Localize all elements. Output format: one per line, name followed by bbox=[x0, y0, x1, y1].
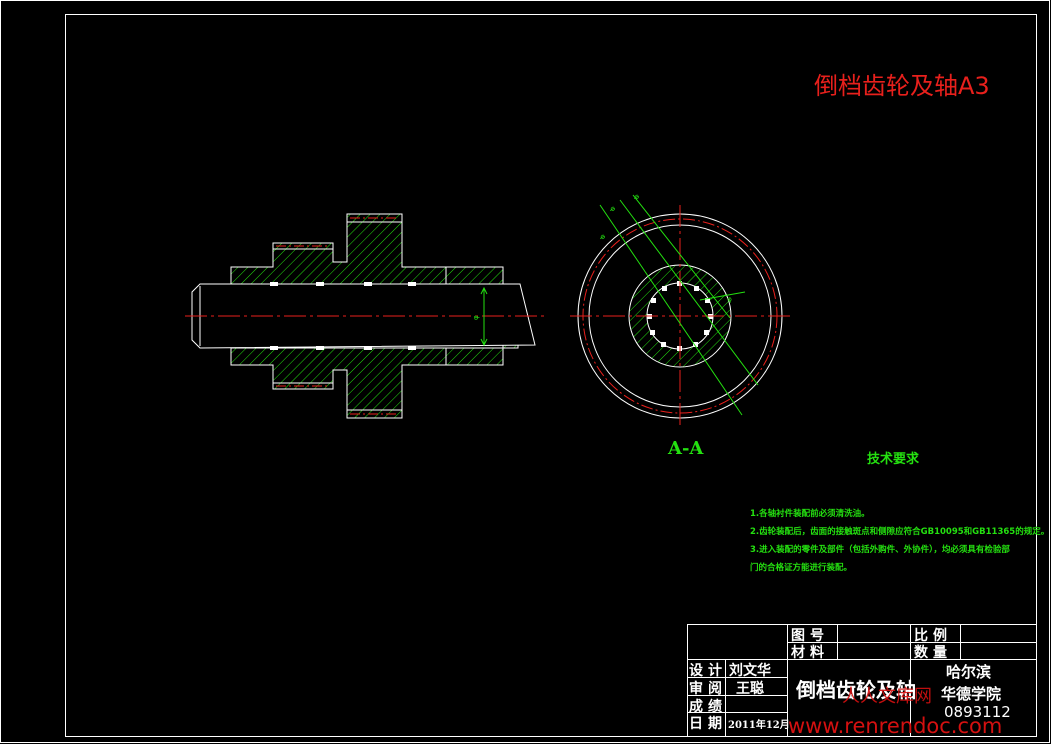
part-name: 倒档齿轮及轴 bbox=[796, 678, 916, 702]
bearing-upper bbox=[445, 266, 504, 285]
design-label: 设计 bbox=[689, 663, 727, 679]
tech-note: 3.进入装配的零件及部件（包括外购件、外协件），均必须具有检验部 bbox=[750, 545, 1010, 555]
small-gear-bottom bbox=[272, 382, 334, 390]
material-label: 材料 bbox=[791, 645, 829, 661]
bearing-lower bbox=[445, 347, 504, 366]
watermark-url[interactable]: www.renrendoc.com bbox=[788, 714, 1003, 738]
needle-rollers bbox=[270, 282, 416, 350]
date-value: 2011年12月 bbox=[728, 720, 790, 731]
svg-text:φ: φ bbox=[598, 233, 607, 242]
gear-hatch-upper bbox=[230, 213, 447, 285]
quantity-label: 数量 bbox=[914, 645, 952, 661]
tooth-bottom bbox=[346, 409, 403, 419]
title-block-grid bbox=[687, 624, 1037, 737]
tooth-top bbox=[346, 213, 403, 223]
grade-label: 成绩 bbox=[689, 699, 727, 715]
small-gear-top bbox=[272, 242, 334, 250]
section-label: A-A bbox=[668, 438, 704, 459]
front-section-view: φ bbox=[185, 213, 545, 419]
section-a-a-view: φ φ φ φ bbox=[570, 193, 790, 428]
tech-note: 门的合格证方能进行装配。 bbox=[750, 563, 853, 573]
designer-name: 刘文华 bbox=[729, 663, 771, 679]
sheet-title: 倒档齿轮及轴A3 bbox=[814, 72, 990, 100]
svg-text:φ: φ bbox=[608, 205, 617, 214]
date-label: 日期 bbox=[689, 716, 727, 732]
tech-requirements-heading: 技术要求 bbox=[867, 452, 920, 467]
svg-text:φ: φ bbox=[726, 295, 733, 304]
svg-text:φ: φ bbox=[472, 315, 480, 320]
tech-requirements-notes: 1.各轴衬件装配前必须清洗油。 2.齿轮装配后，齿面的接触斑点和侧隙应符合GB1… bbox=[750, 505, 1050, 577]
student-number: 0893112 bbox=[944, 703, 1011, 721]
leader-lines bbox=[599, 194, 759, 416]
review-label: 审阅 bbox=[689, 681, 727, 697]
inner-frame bbox=[65, 14, 1037, 737]
scale-label: 比例 bbox=[914, 628, 952, 644]
drawing-no-label: 图号 bbox=[791, 628, 829, 644]
watermark-cn: 人人文库网 bbox=[842, 686, 932, 707]
gear-hatch-lower bbox=[230, 347, 447, 419]
tech-note: 2.齿轮装配后，齿面的接触斑点和侧隙应符合GB10095和GB11365的规定。 bbox=[750, 527, 1050, 537]
tech-note: 1.各轴衬件装配前必须清洗油。 bbox=[750, 509, 870, 519]
reviewer-name: 王聪 bbox=[736, 681, 764, 697]
school-line1: 哈尔滨 bbox=[946, 663, 992, 681]
svg-text:φ: φ bbox=[632, 193, 641, 202]
school-line2: 华德学院 bbox=[941, 685, 1002, 703]
